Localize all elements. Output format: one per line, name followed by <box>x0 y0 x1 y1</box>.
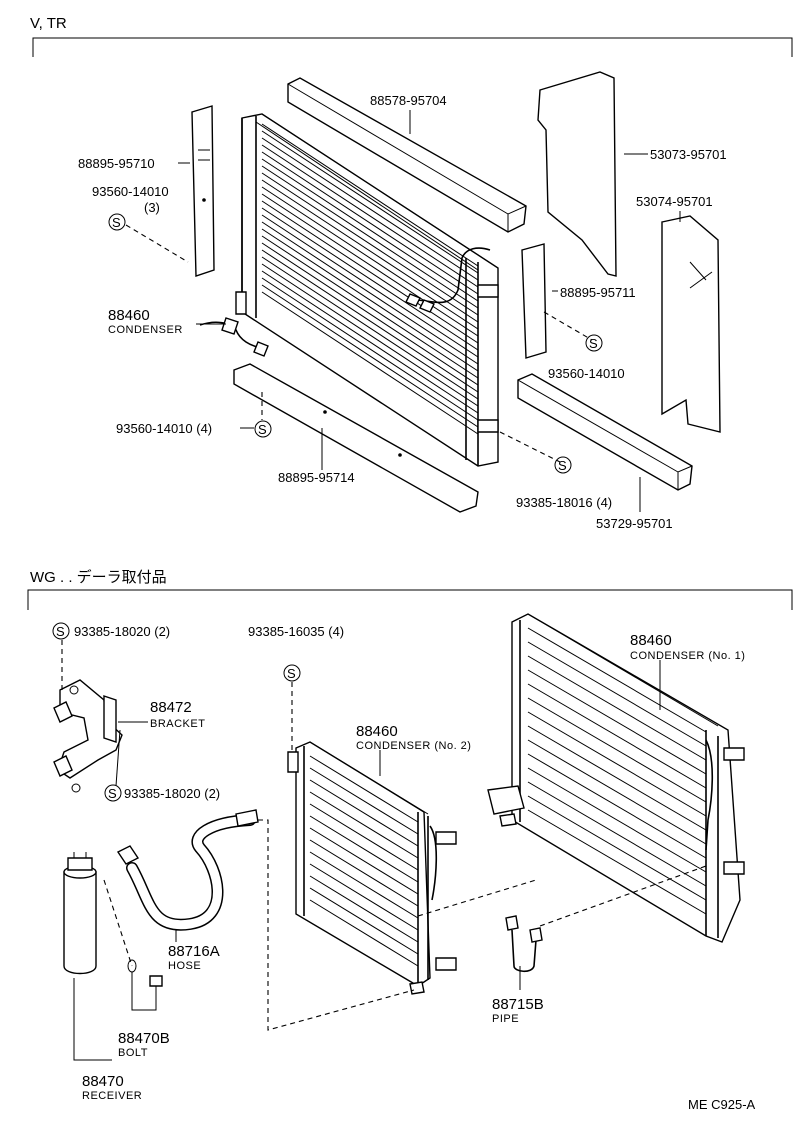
condenser-top <box>199 113 499 467</box>
section-title-bottom: WG . . デーラ取付品 <box>30 568 167 586</box>
label-88715B: 88715B <box>492 996 544 1013</box>
label-53073-95701: 53073-95701 <box>650 147 727 162</box>
label-88716A: 88716A <box>168 943 220 960</box>
svg-text:S: S <box>258 422 267 437</box>
seal-53073-95701 <box>537 71 617 277</box>
section-bracket-top <box>32 37 793 57</box>
screw-symbols-top: S S S S <box>108 213 603 474</box>
svg-text:S: S <box>558 458 567 473</box>
label-93560-14010-qty4: 93560-14010 (4) <box>116 421 212 436</box>
hose-88716A <box>116 809 259 931</box>
label-88472: 88472 <box>150 699 192 716</box>
label-pipe: PIPE <box>492 1013 519 1025</box>
label-condenser-top: CONDENSER <box>108 324 183 336</box>
label-receiver: RECEIVER <box>82 1090 142 1102</box>
svg-text:S: S <box>589 336 598 351</box>
bottom-leaders <box>61 640 707 1061</box>
receiver-88470 <box>63 852 97 975</box>
label-53729-95701: 53729-95701 <box>596 516 673 531</box>
screw-symbols-bottom: S S S <box>52 622 301 802</box>
label-93385-16035: 93385-16035 (4) <box>248 624 344 639</box>
label-88460-no1: 88460 <box>630 632 672 649</box>
condenser-no2 <box>287 741 457 995</box>
svg-text:S: S <box>56 624 65 639</box>
svg-text:S: S <box>108 786 117 801</box>
label-88470B: 88470B <box>118 1030 170 1047</box>
bottom-bar-53729-95701 <box>517 373 693 491</box>
top-leaders <box>125 110 681 512</box>
label-53074-95701: 53074-95701 <box>636 194 713 209</box>
top-bar-88578 <box>287 77 527 233</box>
label-qty-3: (3) <box>144 200 160 215</box>
label-condenser-no2: CONDENSER (No. 2) <box>356 740 471 752</box>
label-88895-95711: 88895-95711 <box>560 285 636 300</box>
left-bracket-88895-95710 <box>191 105 215 277</box>
svg-text:S: S <box>287 666 296 681</box>
label-bracket: BRACKET <box>150 718 205 730</box>
seal-53074-95701 <box>661 215 721 433</box>
label-88578-95704: 88578-95704 <box>370 93 447 108</box>
label-88470: 88470 <box>82 1073 124 1090</box>
pipe-88715B <box>505 915 543 973</box>
label-hose: HOSE <box>168 960 201 972</box>
label-93385-18016: 93385-18016 (4) <box>516 495 612 510</box>
label-88460-no2: 88460 <box>356 723 398 740</box>
label-93385-18020-top: 93385-18020 (2) <box>74 624 170 639</box>
label-93385-18020-bottom: 93385-18020 (2) <box>124 786 220 801</box>
label-88895-95710: 88895-95710 <box>78 156 155 171</box>
right-bracket-88895-95711 <box>521 243 547 359</box>
label-88460-top: 88460 <box>108 307 150 324</box>
section-bracket-bottom <box>27 589 793 610</box>
label-condenser-no1: CONDENSER (No. 1) <box>630 650 745 662</box>
bracket-88472 <box>53 679 123 793</box>
bolt-88470B <box>127 959 163 994</box>
label-88895-95714: 88895-95714 <box>278 470 355 485</box>
footer-code: ME C925-A <box>688 1097 756 1112</box>
label-bolt: BOLT <box>118 1047 148 1059</box>
svg-text:S: S <box>112 215 121 230</box>
section-title-top: V, TR <box>30 15 67 32</box>
bottom-plate-88895-95714 <box>233 363 479 513</box>
condenser-no1 <box>487 613 745 943</box>
label-93560-14010-right: 93560-14010 <box>548 366 625 381</box>
label-93560-14010-left: 93560-14010 <box>92 184 169 199</box>
